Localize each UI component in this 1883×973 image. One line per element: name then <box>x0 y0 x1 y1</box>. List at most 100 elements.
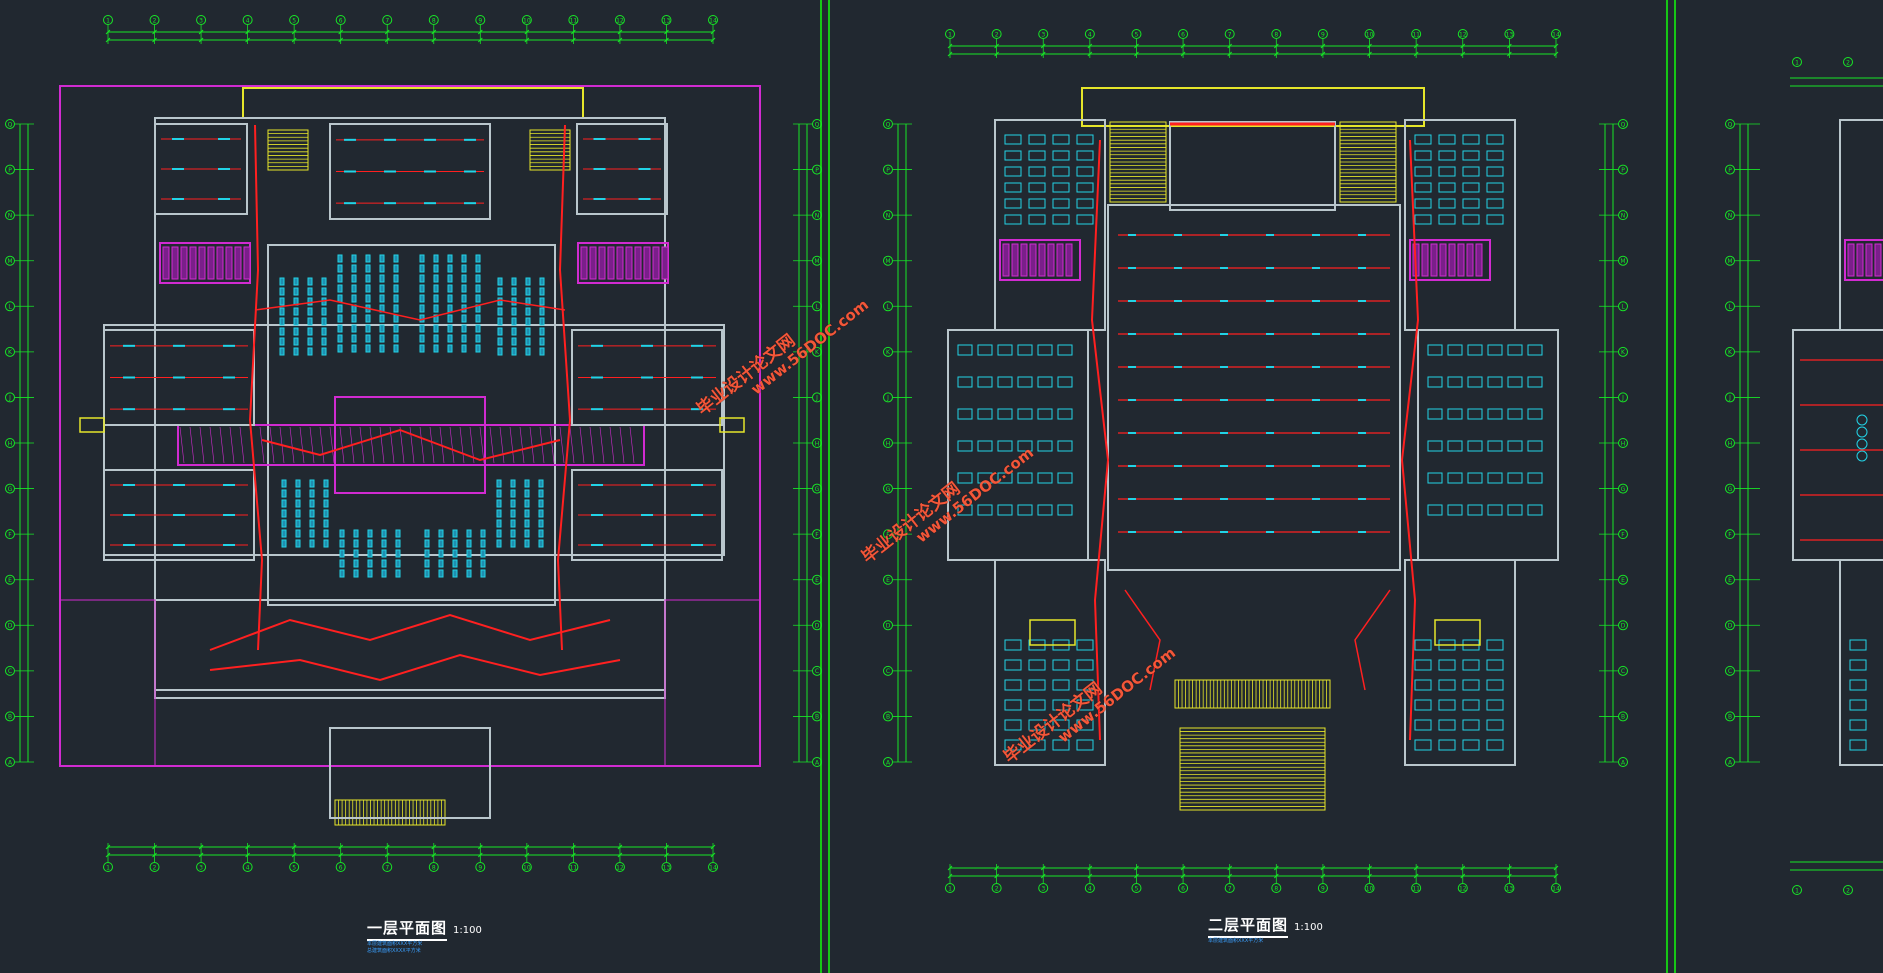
building-outline <box>154 117 666 699</box>
axis-right-P-circle <box>1618 164 1628 175</box>
seat-desk <box>1028 198 1046 209</box>
book-shelf <box>461 324 467 333</box>
dim-tick <box>1507 873 1512 879</box>
stair <box>334 799 446 826</box>
dim-tick <box>152 37 157 43</box>
dim-tick <box>1460 873 1466 879</box>
toilet-stall <box>607 246 615 280</box>
book-shelf <box>461 254 467 263</box>
axis-top-12-circle <box>614 15 625 25</box>
book-shelf <box>337 294 343 303</box>
seat-desk <box>1017 504 1033 516</box>
seat-desk <box>1414 699 1432 711</box>
axis-left-F-label: F <box>886 531 890 538</box>
seat-desk <box>1527 376 1543 388</box>
axis-bottom-13-label: 13 <box>1506 885 1514 892</box>
book-shelf <box>279 327 285 336</box>
axis-left-M-circle <box>1725 255 1735 266</box>
toilet-stall <box>652 246 660 280</box>
axis-left-J-label: J <box>1728 395 1731 402</box>
axis-right-E-circle <box>812 574 822 585</box>
dim-tick <box>524 37 530 43</box>
seat-desk <box>1467 504 1483 516</box>
dim-tick <box>571 852 576 858</box>
dim-tick <box>710 844 716 850</box>
seat-desk <box>1076 198 1094 209</box>
seat-desk <box>1028 134 1046 145</box>
book-shelf <box>367 569 373 578</box>
seat-desk <box>997 472 1013 484</box>
axis-left-A-label: A <box>1728 759 1733 766</box>
axis-right-B-circle <box>1618 711 1628 722</box>
book-shelf <box>424 549 430 558</box>
toilet-stall <box>1475 243 1483 277</box>
book-shelf <box>351 264 357 273</box>
dim-tick <box>1040 51 1046 57</box>
book-shelf <box>379 274 385 283</box>
axis-left-F-circle <box>883 529 893 540</box>
dim-tick <box>1087 43 1093 49</box>
seat-desk <box>1037 440 1053 452</box>
book-shelf <box>447 304 453 313</box>
axis-bottom-4-circle <box>242 862 253 872</box>
dim-tick <box>524 852 530 858</box>
seat-desk <box>1414 198 1432 209</box>
axis-right-M-label: M <box>814 258 819 265</box>
axis-right-D-label: D <box>1621 623 1626 630</box>
toilet-stall <box>1430 243 1438 277</box>
dim-tick <box>384 844 390 850</box>
book-shelf <box>538 479 544 488</box>
stair <box>1179 727 1326 811</box>
axis-left-M-label: M <box>7 258 12 265</box>
hatch <box>629 426 635 464</box>
book-shelf <box>323 519 329 528</box>
hatch <box>519 426 525 464</box>
book-shelf <box>321 287 327 296</box>
axis-bottom-5-circle <box>1131 883 1142 893</box>
axis-right-G-label: G <box>1621 486 1626 493</box>
axis-bottom-11-circle <box>1411 883 1422 893</box>
book-shelf <box>365 274 371 283</box>
book-shelf <box>461 294 467 303</box>
axis-right-Q-circle <box>1618 119 1628 129</box>
seat-desk <box>1427 472 1443 484</box>
seat-desk <box>997 344 1013 356</box>
dim-tick <box>710 29 716 35</box>
seat-desk <box>1037 408 1053 420</box>
axis-left-M-label: M <box>1727 258 1732 265</box>
toilet-stall <box>1439 243 1447 277</box>
book-shelf <box>353 559 359 568</box>
book-shelf <box>351 284 357 293</box>
axis-top-7-label: 7 <box>385 17 389 24</box>
axis-left-D-label: D <box>8 623 13 630</box>
toilet-stall <box>162 246 170 280</box>
book-shelf <box>525 327 531 336</box>
axis-left-Q-label: Q <box>1728 121 1733 128</box>
axis-left-P-circle <box>1725 164 1735 175</box>
riser-left <box>248 124 264 651</box>
book-shelf <box>323 539 329 548</box>
dim-tick <box>338 844 344 850</box>
axis-bottom-12-label: 12 <box>1459 885 1467 892</box>
seat-desk <box>1427 504 1443 516</box>
axis-right-N-circle <box>1618 210 1628 221</box>
axis-right-D-circle <box>812 620 822 631</box>
seat-desk <box>977 440 993 452</box>
book-shelf <box>281 509 287 518</box>
dim-tick <box>1227 51 1233 57</box>
book-shelf <box>367 559 373 568</box>
dim-tick <box>384 29 390 35</box>
book-shelf <box>511 327 517 336</box>
riser-left <box>1090 139 1110 741</box>
axis-top-4-circle <box>242 15 253 25</box>
wing <box>1792 329 1883 561</box>
book-shelf <box>497 277 503 286</box>
hatch <box>299 426 305 464</box>
seat-desk <box>1004 150 1022 161</box>
axis-right-E-label: E <box>1621 577 1625 584</box>
axis-bottom-2-label: 2 <box>995 885 999 892</box>
book-shelf <box>447 254 453 263</box>
axis-left-E-circle <box>5 574 15 585</box>
hatch <box>549 426 555 464</box>
